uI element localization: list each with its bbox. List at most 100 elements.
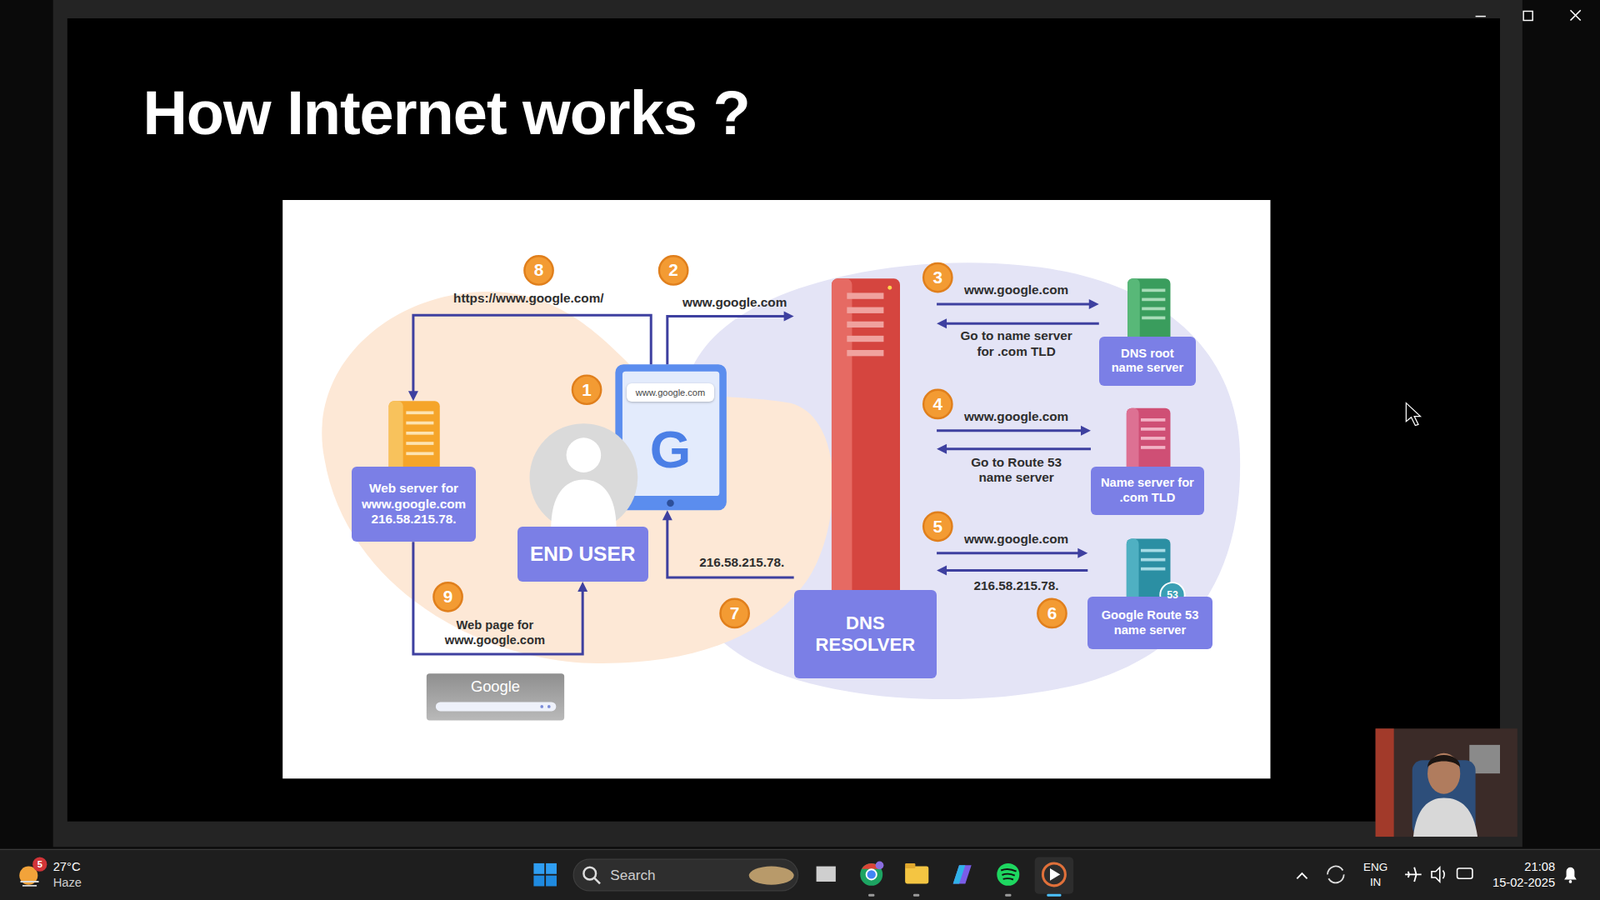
connector-line <box>945 322 1100 325</box>
callout-number: 1 <box>581 380 592 400</box>
connector-arrow <box>936 444 1091 455</box>
node-label-box: DNS RESOLVER <box>794 590 937 680</box>
arrow-head <box>577 581 588 592</box>
arrow-head <box>1080 425 1091 436</box>
edge-label: www.google.com <box>950 531 1083 547</box>
dns-resolver-box: DNS RESOLVER <box>794 278 937 679</box>
clock-time: 21:08 <box>1524 859 1555 874</box>
icon-space <box>1087 539 1212 598</box>
edge-label: 216.58.215.78. <box>685 555 799 570</box>
node-text: Google <box>426 677 565 696</box>
tablet-home-button <box>666 499 675 507</box>
node-text: DNS root name server <box>1104 346 1191 376</box>
callout-circle <box>524 255 553 285</box>
taskbar-ground <box>0 849 1600 900</box>
taskbar <box>0 849 1600 900</box>
edge-label: www.google.com <box>950 409 1083 425</box>
weather-badge <box>32 857 47 872</box>
tray-chevron <box>1296 873 1307 879</box>
peach-region <box>321 291 833 664</box>
explorer-icon <box>905 866 929 885</box>
node-text: Google Route 53 name server <box>1092 608 1207 638</box>
server-slot <box>1140 549 1165 553</box>
person-head <box>566 437 602 473</box>
edge-label: www.google.com <box>673 295 796 310</box>
media-player-icon <box>1050 868 1060 881</box>
search-dot <box>547 705 551 709</box>
search-box <box>573 859 798 891</box>
connector-line <box>667 316 785 365</box>
running-indicator <box>868 894 875 897</box>
arrow-head <box>936 444 947 455</box>
server-slot <box>1141 289 1165 293</box>
server-slot <box>405 410 434 415</box>
connector-line <box>936 429 1082 432</box>
callout-circle <box>572 375 601 405</box>
arrow-head <box>1077 548 1088 559</box>
icon-space <box>1099 278 1196 337</box>
task-view-icon <box>816 866 836 882</box>
server-body <box>1126 408 1171 473</box>
diagram-panel <box>282 200 1270 779</box>
node-text: END USER <box>530 541 635 566</box>
slide-title: How Internet works ? <box>142 77 750 149</box>
node-text: www.google.com <box>635 387 705 398</box>
callout-circle <box>659 255 688 285</box>
edge-label: Web page for www.google.com <box>418 618 572 648</box>
end-user-box: END USER <box>517 424 649 582</box>
node-label-box: END USER <box>517 526 649 582</box>
slide-ground <box>67 18 1500 822</box>
arrow-head <box>936 565 947 575</box>
copilot-icon <box>953 865 972 884</box>
start-logo <box>533 863 545 875</box>
server-slot <box>405 421 434 425</box>
arrow-head <box>784 311 795 322</box>
callout-number: 9 <box>443 586 454 607</box>
chrome-badge <box>875 860 885 870</box>
connector-arrow <box>936 425 1091 436</box>
search-dot <box>540 705 544 709</box>
root-server-box: DNS root name server <box>1099 278 1196 386</box>
node-label-box: DNS root name server <box>1099 336 1196 386</box>
server-slot <box>1141 298 1165 302</box>
tld-server-box: Name server for .com TLD <box>1090 408 1205 516</box>
webcam-frame <box>1375 728 1518 837</box>
spotify-icon <box>1000 869 1016 880</box>
server-side <box>1126 408 1140 473</box>
restore-icon <box>1523 10 1533 20</box>
server-slot <box>1140 436 1165 440</box>
page-header <box>426 673 565 720</box>
node-text: Web server for www.google.com 216.58.215… <box>356 480 470 527</box>
server-slot <box>405 451 434 455</box>
weather-badge-count: 5 <box>37 859 43 870</box>
search-highlight <box>749 866 795 885</box>
server-slot <box>1141 316 1165 320</box>
search-glass <box>594 878 600 885</box>
bell-icon <box>1569 880 1573 884</box>
edge-label: 216.58.215.78. <box>950 578 1083 594</box>
clock-date: 15-02-2025 <box>1492 875 1555 890</box>
node-label-box: Web server for www.google.com 216.58.215… <box>351 466 475 543</box>
language-code: ENG <box>1363 860 1388 874</box>
server-body <box>1127 278 1170 343</box>
server-slot <box>846 350 884 356</box>
callout-circle <box>923 390 952 419</box>
person-body <box>550 480 616 530</box>
callout-number: 7 <box>730 603 740 624</box>
person-disc <box>530 423 639 532</box>
close-icon <box>1570 10 1580 20</box>
server-side <box>1127 278 1140 343</box>
connector-arrow <box>936 548 1088 559</box>
arrow-head <box>408 390 419 401</box>
callout-circle <box>923 512 952 541</box>
callout-circle <box>433 582 462 611</box>
webcam-overlay <box>1375 728 1518 837</box>
icon-space <box>794 278 937 590</box>
google-page-illustration <box>426 673 565 720</box>
edge-label: Go to Route 53 name server <box>955 455 1078 486</box>
callout-number: 8 <box>534 260 545 281</box>
route53-badge-text: 53 <box>1166 589 1179 601</box>
airplane-icon <box>1405 867 1422 882</box>
spotify-icon <box>996 863 1020 886</box>
